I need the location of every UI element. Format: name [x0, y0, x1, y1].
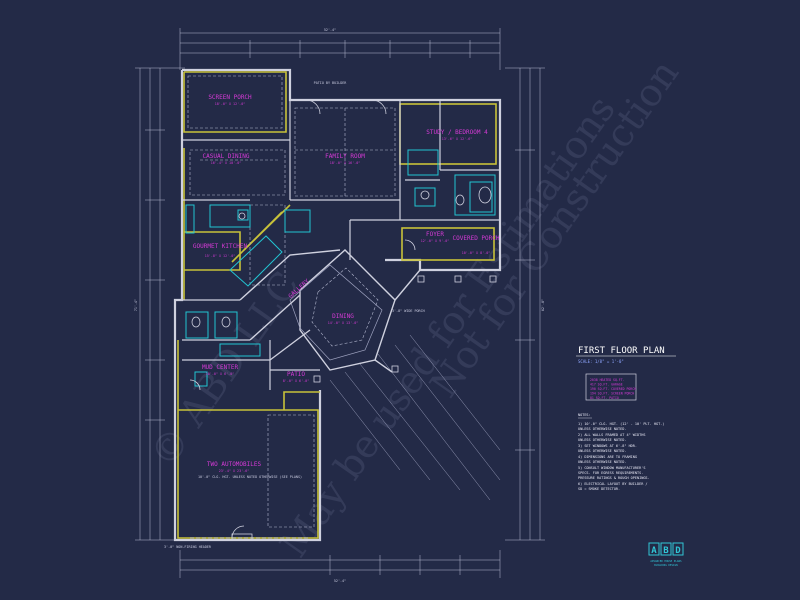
room-gourmet-kitchen-size: 15'-8" X 12'-0" [205, 254, 236, 258]
area-stat-covered-porch: 190 SQ.FT. COVERED PORCH [590, 387, 636, 391]
logo-tagline-2: BUILDING DESIGN [654, 563, 678, 567]
room-patio-size: 8'-0" X 6'-0" [283, 379, 310, 383]
room-covered-porch-size: 10'-0" X 8'-0" [462, 251, 491, 255]
dim-overall-left: 71'-4" [134, 299, 138, 311]
note-line: UNLESS OTHERWISE NOTED. [578, 438, 626, 442]
area-stat-garage: 417 SQ.FT. GARAGE [590, 383, 623, 387]
room-casual-dining: CASUAL DINING [203, 153, 250, 160]
room-gourmet-kitchen: GOURMET KITCHEN [193, 243, 248, 250]
note-line: 5) CONSULT WINDOW MANUFACTURER'S [578, 466, 645, 470]
plan-scale: SCALE: 1/8" = 1'-0" [578, 359, 624, 364]
area-stats-box: 2038 HEATED SQ.FT. 417 SQ.FT. GARAGE 190… [585, 373, 637, 401]
room-labels: SCREEN PORCH 18'-0" X 12'-0" CASUAL DINI… [193, 94, 500, 479]
title-block: FIRST FLOOR PLAN SCALE: 1/8" = 1'-0" [576, 346, 676, 364]
room-family-room-size: 18'-0" X 16'-0" [330, 161, 361, 165]
plan-title: FIRST FLOOR PLAN [578, 346, 665, 356]
note-line: PRESSURE RATINGS & ROUGH OPENINGS. [578, 476, 650, 480]
note-line: UNLESS OTHERWISE NOTED. [578, 449, 626, 453]
note-line: 2) ALL WALLS FRAMED AT 4" WIDTHS [578, 433, 645, 437]
room-covered-porch: COVERED PORCH [453, 235, 500, 242]
diagonal-wing [239, 249, 421, 373]
note-line: SD = SMOKE DETECTOR. [578, 487, 620, 491]
dim-overall-right: 62'-8" [541, 299, 545, 311]
area-stats-frame [585, 373, 637, 401]
dim-overall-bottom: 52'-4" [334, 579, 346, 583]
room-dining-size: 14'-0" X 13'-0" [328, 321, 359, 325]
logo-letter-b: B [663, 546, 669, 556]
note-line: UNLESS OTHERWISE NOTED. [578, 427, 626, 431]
dim-patio-label: PATIO BY BUILDER [314, 81, 348, 85]
room-casual-dining-size: 16'-4" X 10'-0" [211, 161, 242, 165]
note-line: UNLESS OTHERWISE NOTED. [578, 460, 626, 464]
abd-logo: A B D ADVANCED HOUSE PLANS BUILDING DESI… [648, 542, 684, 567]
framed-walls [177, 71, 497, 539]
room-garage-size: 23'-4" X 23'-6" [219, 469, 250, 473]
room-mud-center-size: 10'-0" X 6'-0" [206, 372, 235, 376]
note-line: 1) 10'-0" CLG. HGT. (12' - 10' PLT. HGT.… [578, 422, 664, 426]
logo-box-a [648, 542, 660, 556]
dim-right-porch: 3'-8" WIDE PORCH [392, 309, 425, 313]
room-foyer: FOYER [426, 231, 444, 238]
dimension-lines [135, 28, 545, 578]
logo-box-d [672, 542, 684, 556]
room-garage-note: 10'-0" CLG. HGT. UNLESS NOTED OTHERWISE … [198, 475, 302, 479]
diagonal-dimension-lines [329, 334, 501, 501]
room-screen-porch: SCREEN PORCH [208, 94, 252, 101]
interior-walls [182, 100, 500, 390]
ceiling-dash-lines [187, 75, 396, 528]
logo-tagline-1: ADVANCED HOUSE PLANS [650, 559, 682, 563]
garage-door [190, 533, 310, 541]
room-garage: TWO AUTOMOBILES [207, 461, 262, 468]
note-line: 4) DIMENSIONS ARE TO FRAMING [578, 455, 637, 459]
room-foyer-size: 12'-0" X 9'-0" [421, 239, 450, 243]
room-patio: PATIO [287, 371, 305, 378]
room-family-room: FAMILY ROOM [325, 153, 365, 160]
room-study-size: 13'-6" X 12'-6" [442, 137, 473, 141]
note-line: 3) SET WINDOWS AT 6'-8" HDR. [578, 444, 637, 448]
cabinetry [185, 149, 496, 387]
room-screen-porch-size: 18'-0" X 12'-0" [215, 102, 246, 106]
notes-title: NOTES: [578, 413, 591, 417]
room-dining: DINING [332, 313, 354, 320]
room-mud-center: MUD CENTER [202, 364, 239, 371]
area-stat-screen-porch: 194 SQ.FT. SCREEN PORCH [590, 392, 634, 396]
notes-block: NOTES: 1) 10'-0" CLG. HGT. (12' - 10' PL… [578, 413, 664, 491]
logo-letter-a: A [651, 546, 657, 556]
dimension-text: 52'-4" 52'-4" 71'-4" 62'-8" PATIO BY BUI… [134, 28, 545, 583]
plumbing-fixtures [189, 99, 492, 539]
logo-letter-d: D [675, 546, 681, 556]
porch-columns [313, 275, 497, 383]
dim-porch-header: 3'-0" NON-FIRING HEADER [164, 545, 212, 549]
logo-box-b [660, 542, 672, 556]
note-line: SPECS. FOR EGRESS REQUIREMENTS. [578, 471, 643, 475]
room-study: STUDY / BEDROOM 4 [426, 129, 488, 136]
area-stat-heated: 2038 HEATED SQ.FT. [590, 378, 625, 382]
area-stat-patio: 81 SQ.FT. PATIO [590, 396, 619, 400]
exterior-walls [173, 68, 502, 542]
dim-overall-top: 52'-4" [324, 28, 336, 32]
note-line: 6) ELECTRICAL LAYOUT BY BUILDER / [578, 482, 648, 486]
